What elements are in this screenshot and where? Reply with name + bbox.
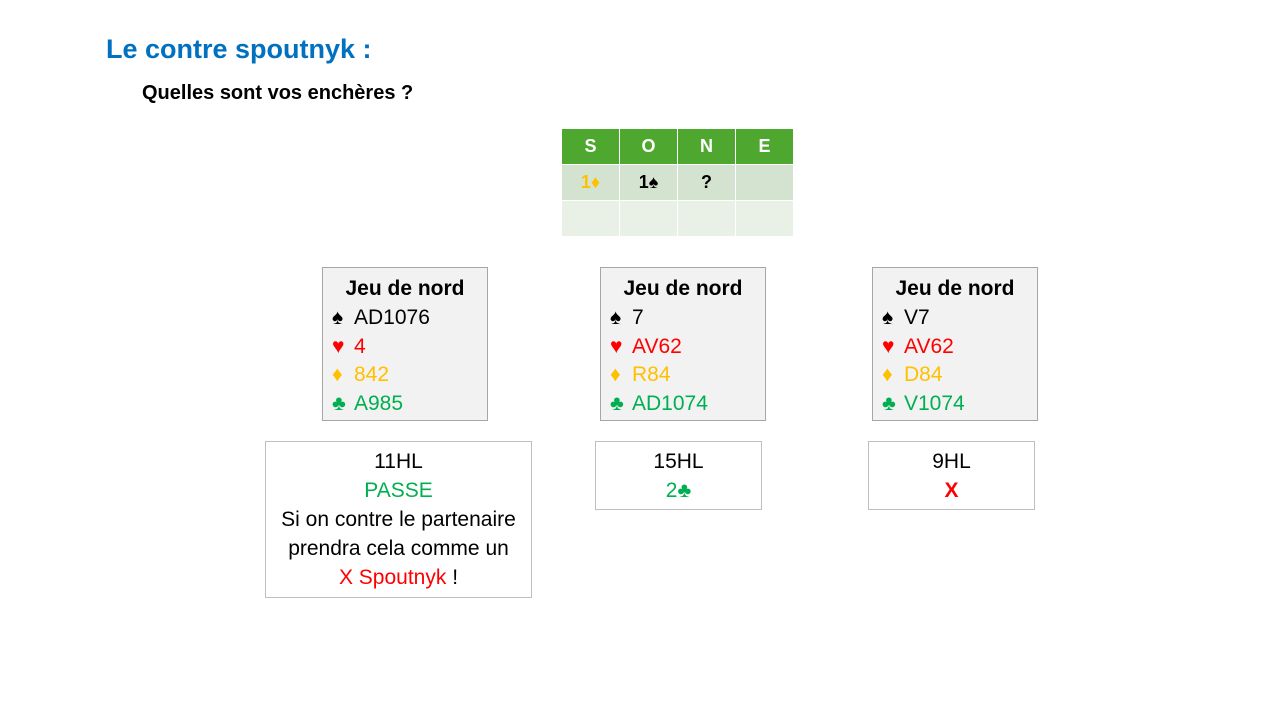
hand-card-2: Jeu de nord ♠ 7 ♥ AV62 ♦ R84 ♣ AD1074 [600,267,766,421]
answer-points: 11HL [374,450,423,473]
hand-clubs: AD1074 [632,391,708,415]
hand-title: Jeu de nord [895,277,1015,300]
hand-hearts: AV62 [632,334,682,358]
bid-south: 1♦ [561,164,620,201]
answer-ending: ! [446,566,459,589]
page-title: Le contre spoutnyk : [106,34,372,64]
hand-card-3: Jeu de nord ♠ V7 ♥ AV62 ♦ D84 ♣ V1074 [872,267,1038,421]
answer-bid-level: 2 [665,479,678,502]
spade-icon: ♠ [332,306,344,329]
answer-points: 15HL [653,450,704,473]
bid-south-level: 1 [580,172,591,192]
hand-diamonds: 842 [354,363,390,387]
hand-clubs: V1074 [904,391,965,415]
answer-explanation-line2: prendra cela comme un [288,537,509,560]
bid-header-south: S [561,128,620,165]
diamond-icon: ♦ [882,363,893,387]
page-subtitle: Quelles sont vos enchères ? [142,82,414,104]
answer-card-2: 15HL 2♣ [595,441,762,510]
bid-header-east: E [735,128,794,165]
answer-explanation-line3: X Spoutnyk ! [266,563,531,592]
bid-header-west: O [619,128,678,165]
answer-explanation-line1: Si on contre le partenaire [281,508,516,531]
bidding-table: S O N E 1♦ 1♠ ? [561,128,794,237]
bid-cell [677,200,736,237]
bid-header-north: N [677,128,736,165]
diamond-icon: ♦ [610,363,621,387]
hand-spades: 7 [632,306,644,329]
club-icon: ♣ [677,479,692,502]
hand-spades: V7 [904,306,930,329]
answer-bid: 2♣ [596,476,761,505]
spade-icon: ♠ [648,172,659,192]
answer-card-1: 11HL PASSE Si on contre le partenaire pr… [265,441,532,598]
club-icon: ♣ [610,391,624,415]
hand-title: Jeu de nord [623,277,743,300]
answer-card-3: 9HL X [868,441,1035,510]
answer-highlight: X Spoutnyk [338,566,447,589]
diamond-icon: ♦ [332,363,343,387]
heart-icon: ♥ [610,334,623,358]
hand-spades: AD1076 [354,306,430,329]
hand-card-1: Jeu de nord ♠ AD1076 ♥ 4 ♦ 842 ♣ A985 [322,267,488,421]
bid-cell [735,200,794,237]
bid-north: ? [677,164,736,201]
hand-hearts: 4 [354,334,366,358]
heart-icon: ♥ [332,334,345,358]
hand-diamonds: R84 [632,363,671,387]
spade-icon: ♠ [610,306,622,329]
bid-west: 1♠ [619,164,678,201]
bid-cell [561,200,620,237]
hand-clubs: A985 [354,391,404,415]
club-icon: ♣ [882,391,896,415]
hand-title: Jeu de nord [345,277,465,300]
diamond-icon: ♦ [590,172,601,192]
spade-icon: ♠ [882,306,894,329]
answer-bid: PASSE [364,479,433,502]
answer-bid: X [944,479,959,502]
hand-diamonds: D84 [904,363,943,387]
bid-cell [619,200,678,237]
bid-east [735,164,794,201]
hand-hearts: AV62 [904,334,954,358]
bid-west-level: 1 [638,172,649,192]
club-icon: ♣ [332,391,346,415]
heart-icon: ♥ [882,334,895,358]
answer-points: 9HL [932,450,971,473]
